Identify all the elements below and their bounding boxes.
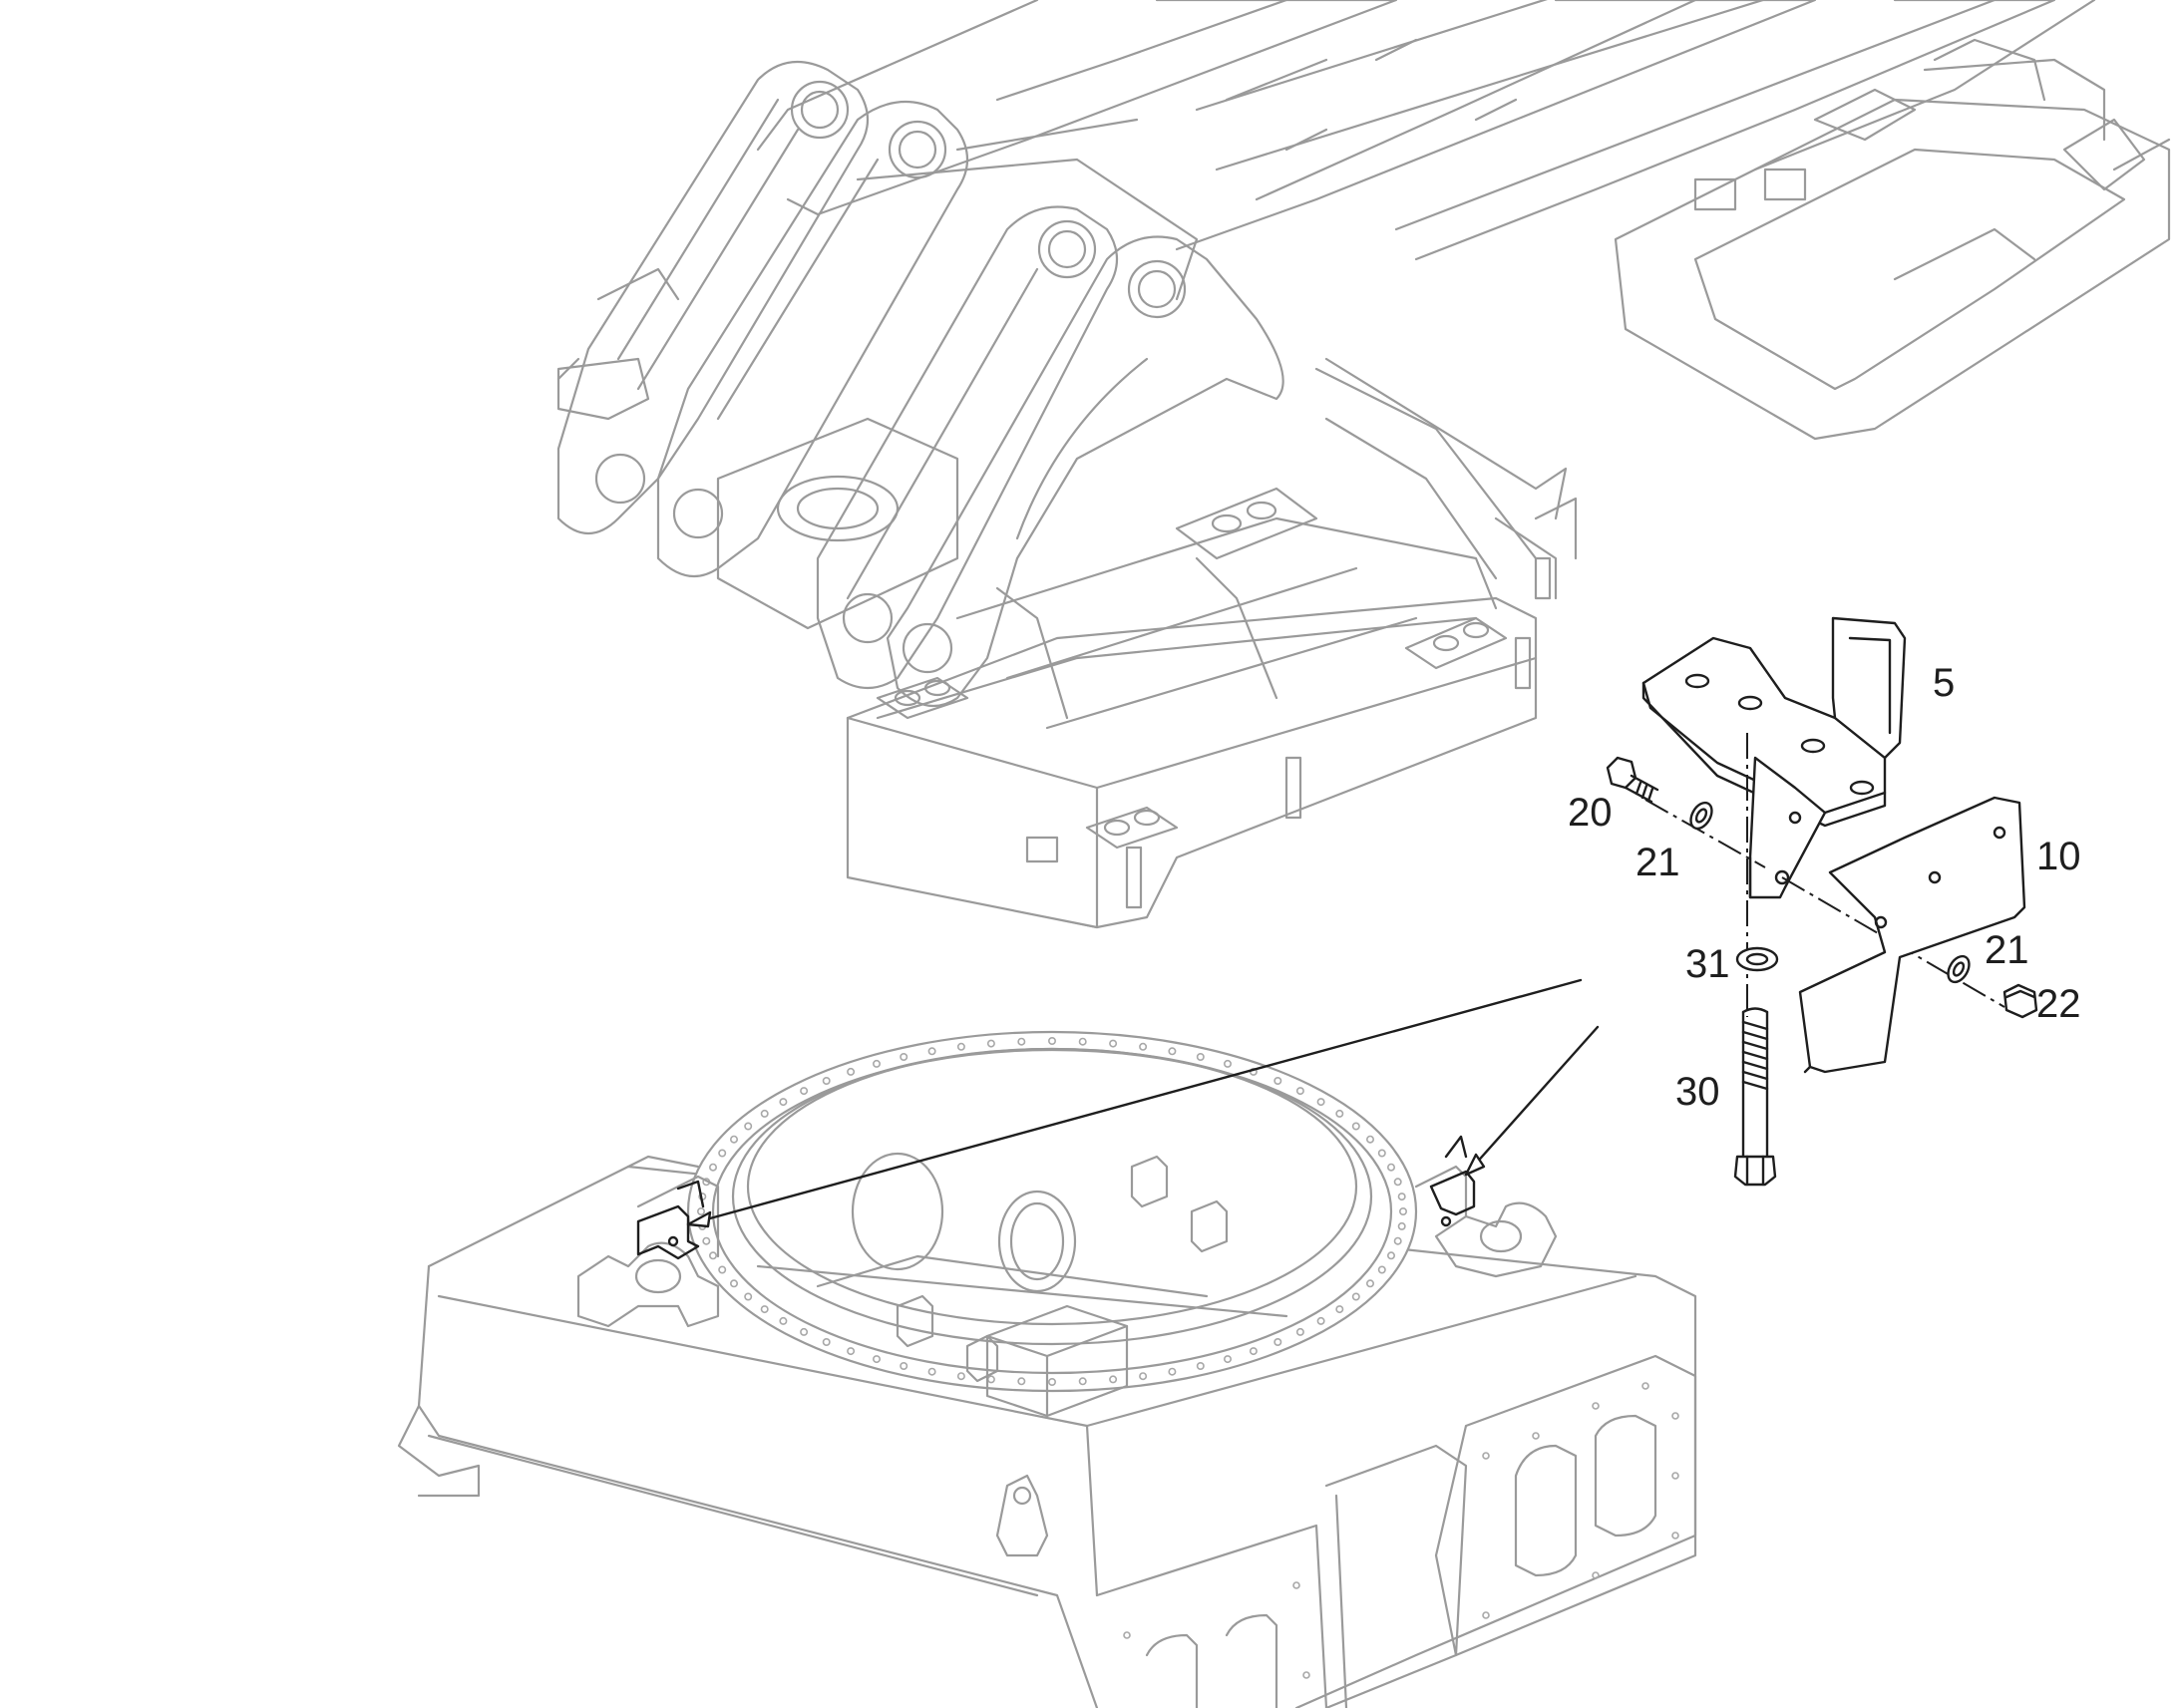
bolt-hole <box>1295 1087 1304 1096</box>
bolt-hole <box>927 1367 936 1376</box>
bolt-hole <box>1017 1037 1026 1046</box>
bolt-hole <box>1048 1037 1057 1046</box>
bolt-hole <box>1351 1122 1360 1131</box>
bolt-hole <box>1139 1042 1148 1051</box>
bolt-hole <box>1048 1378 1057 1387</box>
callout-30: 30 <box>1675 1070 1720 1114</box>
callout-21a: 21 <box>1635 841 1680 884</box>
bolt-hole <box>779 1316 788 1325</box>
bolt-hole <box>1224 1355 1233 1364</box>
bolt-hole <box>800 1087 809 1096</box>
upper-frame-assembly <box>556 0 2171 929</box>
bolt-hole <box>729 1135 738 1144</box>
bracket-on-ring-right <box>1429 1135 1476 1227</box>
bolt-hole <box>1387 1163 1396 1172</box>
lower-carbody <box>397 1030 1697 1708</box>
bolt-hole <box>927 1047 936 1056</box>
bolt-hole <box>847 1067 856 1076</box>
bolt-hole <box>1316 1316 1325 1325</box>
bolt-hole <box>1249 1347 1258 1356</box>
bolt-hole <box>1393 1178 1402 1187</box>
part-21-washer-upper <box>1689 801 1713 831</box>
bolt-hole <box>1351 1292 1360 1301</box>
bolt-hole <box>1377 1149 1386 1158</box>
exploded-bracket-assembly <box>1606 616 2038 1187</box>
bolt-hole <box>1393 1236 1402 1245</box>
bolt-hole <box>1196 1362 1205 1371</box>
callout-31: 31 <box>1685 942 1730 986</box>
bolt-hole <box>900 1362 908 1371</box>
bolt-hole <box>1316 1098 1325 1107</box>
bolt-hole <box>872 1059 881 1068</box>
bolt-hole <box>1397 1221 1406 1230</box>
bolt-hole <box>1168 1047 1177 1056</box>
bolt-hole <box>800 1327 809 1336</box>
slew-ring-bolt-holes <box>696 1037 1408 1387</box>
bolt-hole <box>986 1039 995 1048</box>
bolt-hole <box>1196 1053 1205 1062</box>
bolt-hole <box>1295 1327 1304 1336</box>
bolt-hole <box>847 1347 856 1356</box>
bolt-hole <box>708 1163 717 1172</box>
callout-labels: 5 10 20 21 21 22 30 31 <box>1568 661 2081 1114</box>
bolt-hole <box>1399 1207 1408 1216</box>
callout-20: 20 <box>1568 791 1613 835</box>
bolt-hole <box>822 1077 831 1086</box>
part-21-washer-lower <box>1947 954 1971 984</box>
bolt-hole <box>822 1338 831 1347</box>
part-31-washer <box>1735 946 1779 972</box>
bolt-hole <box>1109 1375 1118 1384</box>
bolt-hole <box>956 1042 965 1051</box>
bolt-hole <box>1387 1251 1396 1260</box>
bolt-hole <box>1168 1367 1177 1376</box>
bolt-hole <box>760 1305 769 1314</box>
callout-22: 22 <box>2036 982 2081 1026</box>
bolt-hole <box>718 1265 727 1274</box>
bolt-hole <box>696 1207 705 1216</box>
bolt-hole <box>708 1251 717 1260</box>
bolt-hole <box>779 1098 788 1107</box>
bolt-hole <box>718 1149 727 1158</box>
bolt-hole <box>744 1292 753 1301</box>
bolt-hole <box>1224 1059 1233 1068</box>
callout-5: 5 <box>1933 661 1955 705</box>
callout-21b: 21 <box>1985 928 2029 972</box>
bolt-hole <box>1109 1039 1118 1048</box>
bolt-hole <box>1078 1377 1087 1386</box>
bolt-hole <box>1366 1279 1375 1288</box>
bolt-hole <box>744 1122 753 1131</box>
bolt-hole <box>729 1279 738 1288</box>
callout-10: 10 <box>2036 835 2081 878</box>
bolt-hole <box>1017 1377 1026 1386</box>
bolt-hole <box>1139 1372 1148 1381</box>
leader-lines <box>686 978 1600 1228</box>
bolt-hole <box>760 1109 769 1118</box>
bolt-hole <box>1273 1077 1282 1086</box>
bolt-hole <box>900 1053 908 1062</box>
bracket-on-ring-left <box>636 1180 705 1260</box>
bolt-hole <box>872 1355 881 1364</box>
bolt-hole <box>1397 1193 1406 1201</box>
part-30-bolt <box>1733 1007 1777 1187</box>
bolt-hole <box>1273 1338 1282 1347</box>
part-5-mounting-bracket <box>1641 616 1907 899</box>
part-20-bolt <box>1606 756 1659 804</box>
bolt-hole <box>1377 1265 1386 1274</box>
bolt-hole <box>1078 1037 1087 1046</box>
part-10-plate <box>1798 796 2026 1074</box>
bolt-hole <box>702 1236 711 1245</box>
part-22-nut <box>2002 983 2038 1019</box>
bolt-hole <box>1335 1305 1344 1314</box>
bolt-hole <box>1366 1135 1375 1144</box>
bolt-hole <box>956 1372 965 1381</box>
bolt-hole <box>1335 1109 1344 1118</box>
